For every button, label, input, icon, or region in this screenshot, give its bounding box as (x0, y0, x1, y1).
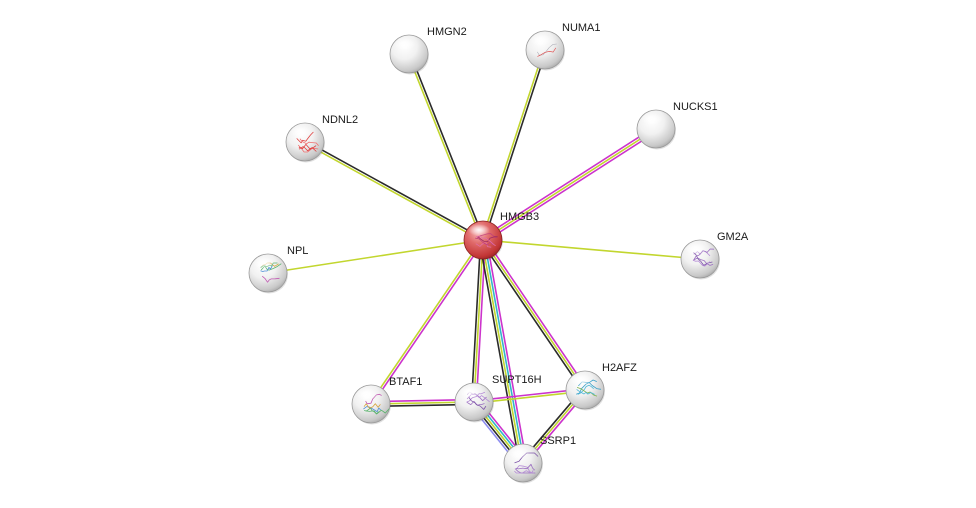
node-label: SUPT16H (492, 374, 542, 386)
edge-line-coexpression (480, 240, 584, 393)
node-label: NDNL2 (322, 114, 358, 126)
node-label: HMGB3 (500, 211, 539, 223)
node-label: H2AFZ (602, 362, 637, 374)
node-highlight (356, 388, 378, 400)
edge-line-coexpression (478, 239, 521, 465)
edge-line-textmining (303, 142, 484, 242)
edge-line-textmining (482, 239, 701, 260)
edge-line-experiments (485, 238, 528, 464)
node-label: BTAF1 (389, 376, 422, 388)
edge-hmgb3-ssrp1[interactable] (478, 238, 528, 465)
edge-line-textmining (481, 239, 523, 465)
node-label: NUCKS1 (673, 101, 718, 113)
protein-structure-icon (296, 131, 319, 153)
edge-hmgb3-npl[interactable] (267, 239, 484, 274)
edge-line-textmining (482, 128, 657, 241)
edge-line-coexpression (304, 140, 485, 240)
node-highlight (459, 386, 481, 398)
node-ssrp1[interactable]: SSRP1 (503, 435, 576, 484)
node-highlight (253, 257, 275, 269)
node-ndnl2[interactable]: NDNL2 (285, 114, 358, 163)
edge-line-textmining (473, 239, 484, 403)
edge-line-textmining (407, 53, 483, 242)
edges-layer (267, 48, 701, 467)
edge-hmgb3-numa1[interactable] (481, 48, 547, 242)
edge-line-textmining (481, 48, 545, 241)
edge-hmgb3-ndnl2[interactable] (303, 140, 485, 242)
node-highlight (570, 374, 592, 386)
node-gm2a[interactable]: GM2A (680, 231, 749, 280)
edge-line-textmining (369, 238, 483, 405)
edge-line-experiments (371, 239, 485, 406)
edge-line-coexpression (409, 52, 485, 241)
node-label: HMGN2 (427, 26, 467, 38)
node-numa1[interactable]: NUMA1 (525, 22, 601, 71)
protein-structure-icon (537, 43, 557, 57)
edge-line-experiments (484, 237, 588, 390)
node-nucks1[interactable]: NUCKS1 (636, 101, 718, 150)
node-label: NPL (287, 245, 308, 257)
node-highlight (685, 243, 707, 255)
node-npl[interactable]: NPL (248, 245, 308, 294)
edge-line-textmining (482, 239, 586, 391)
edge-line-coexpression (483, 49, 547, 242)
node-h2afz[interactable]: H2AFZ (565, 362, 637, 411)
node-label: SSRP1 (540, 435, 576, 447)
edge-line-coexpression (470, 239, 482, 403)
edge-hmgb3-hmgn2[interactable] (407, 52, 485, 242)
node-highlight (641, 113, 663, 125)
node-supt16h[interactable]: SUPT16H (454, 374, 542, 423)
edge-line-textmining (267, 239, 484, 274)
edge-line-database (483, 238, 525, 464)
node-highlight (508, 447, 530, 459)
node-btaf1[interactable]: BTAF1 (351, 376, 422, 425)
edge-line-experiments (483, 130, 659, 243)
edge-hmgb3-nucks1[interactable] (480, 126, 659, 243)
edge-hmgb3-btaf1[interactable] (369, 238, 485, 406)
node-hmgb3[interactable]: HMGB3 (463, 211, 539, 261)
edge-line-experiments (480, 126, 656, 239)
node-highlight (468, 224, 490, 236)
node-highlight (290, 126, 312, 138)
node-hmgn2[interactable]: HMGN2 (389, 26, 467, 75)
edge-hmgb3-h2afz[interactable] (480, 237, 588, 393)
edge-hmgb3-gm2a[interactable] (482, 239, 701, 260)
node-label: GM2A (717, 231, 749, 243)
node-highlight (394, 38, 416, 50)
node-label: NUMA1 (562, 22, 601, 34)
node-highlight (530, 34, 552, 46)
